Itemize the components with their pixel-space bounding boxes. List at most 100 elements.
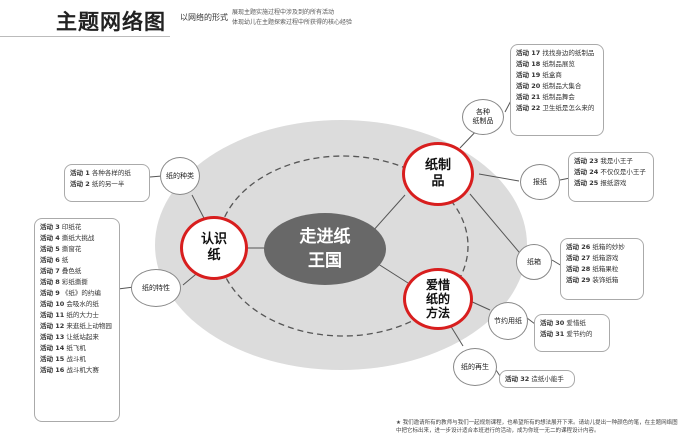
sub-node-jieyue: 节约用纸 bbox=[488, 302, 528, 340]
activity-title: 来逛纸上动物园 bbox=[66, 322, 112, 330]
activity-number: 活动 20 bbox=[516, 82, 541, 90]
activity-number: 活动 15 bbox=[40, 355, 65, 363]
sub-node-zhiyang-label: 纸的种类 bbox=[166, 171, 194, 180]
line-center-aixi bbox=[374, 261, 409, 284]
activity-box-zaisheng: 活动 32 造纸小能手 bbox=[499, 370, 575, 388]
activity-title: 叠色纸 bbox=[61, 267, 82, 275]
activity-item: 活动 28 纸箱果粒 bbox=[566, 264, 638, 275]
description-line-1: 展现主题实施过程中涉及到的所有活动 bbox=[232, 9, 335, 16]
sub-node-gezhong: 各种 纸制品 bbox=[462, 99, 504, 135]
center-node-line-1: 走进纸 bbox=[299, 227, 351, 247]
sub-node-texing-label: 纸的特性 bbox=[142, 283, 170, 292]
center-node-line-2: 王国 bbox=[308, 251, 342, 271]
activity-item: 活动 4 撕纸大挑战 bbox=[40, 233, 114, 244]
title-rule bbox=[0, 36, 170, 37]
activity-item: 活动 15 战斗机 bbox=[40, 354, 114, 365]
activity-title: 找找身边的纸制品 bbox=[542, 49, 595, 57]
activity-item: 活动 20 纸制品大集合 bbox=[516, 81, 598, 92]
activity-box-texing: 活动 3 印纸花活动 4 撕纸大挑战活动 5 撕窗花活动 6 纸活动 7 叠色纸… bbox=[34, 218, 120, 422]
activity-number: 活动 28 bbox=[566, 265, 591, 273]
activity-item: 活动 1 各种各样的纸 bbox=[70, 168, 144, 179]
activity-box-zhixiang: 活动 26 纸箱的妙妙活动 27 纸箱游戏活动 28 纸箱果粒活动 29 装饰纸… bbox=[560, 238, 644, 300]
activity-title: 纸箱游戏 bbox=[592, 254, 619, 262]
sub-node-zhixiang-label: 纸箱 bbox=[527, 257, 541, 266]
activity-number: 活动 13 bbox=[40, 333, 65, 341]
activity-number: 活动 23 bbox=[574, 157, 599, 165]
main-node-aixi-line-2: 纸的 bbox=[425, 292, 450, 306]
activity-item: 活动 19 纸盒商 bbox=[516, 70, 598, 81]
activity-item: 活动 11 纸的大力士 bbox=[40, 310, 114, 321]
activity-number: 活动 5 bbox=[40, 245, 60, 253]
activity-item: 活动 31 爱节约的 bbox=[540, 329, 604, 340]
activity-number: 活动 25 bbox=[574, 179, 599, 187]
activity-item: 活动 12 来逛纸上动物园 bbox=[40, 321, 114, 332]
activity-box-zhiyang: 活动 1 各种各样的纸活动 2 纸的另一半 bbox=[64, 164, 150, 202]
activity-title: 让纸站起来 bbox=[66, 333, 99, 341]
activity-title: 各种各样的纸 bbox=[91, 169, 131, 177]
activity-title: 爱节约的 bbox=[566, 330, 593, 338]
activity-title: 不仅仅是小王子 bbox=[600, 168, 646, 176]
activity-item: 活动 17 找找身边的纸制品 bbox=[516, 48, 598, 59]
activity-box-gezhong: 活动 17 找找身边的纸制品活动 18 纸制品展览活动 19 纸盒商活动 20 … bbox=[510, 44, 604, 136]
activity-item: 活动 29 装饰纸箱 bbox=[566, 275, 638, 286]
sub-node-baozhi-label: 报纸 bbox=[533, 177, 547, 186]
activity-number: 活动 31 bbox=[540, 330, 565, 338]
sub-node-zaisheng-label: 纸的再生 bbox=[461, 362, 489, 371]
activity-item: 活动 30 爱惜纸 bbox=[540, 318, 604, 329]
activity-item: 活动 23 我是小王子 bbox=[574, 156, 648, 167]
main-node-renshi-line-2: 纸 bbox=[207, 248, 221, 263]
activity-title: 纸的大力士 bbox=[66, 311, 99, 319]
activity-item: 活动 26 纸箱的妙妙 bbox=[566, 242, 638, 253]
activity-item: 活动 8 彩纸撕撕 bbox=[40, 277, 114, 288]
activity-item: 活动 22 卫生纸是怎么来的 bbox=[516, 103, 598, 114]
activity-title: 会吸水的纸 bbox=[66, 300, 99, 308]
activity-title: 印纸花 bbox=[61, 223, 82, 231]
activity-item: 活动 2 纸的另一半 bbox=[70, 179, 144, 190]
activity-number: 活动 14 bbox=[40, 344, 65, 352]
activity-title: 纸制品大集合 bbox=[542, 82, 582, 90]
page-subtitle: 以网络的形式 bbox=[180, 13, 228, 22]
main-node-renshi-line-1: 认识 bbox=[200, 232, 227, 247]
activity-title: 纸飞机 bbox=[66, 344, 86, 352]
main-node-zhizhi-line-2: 品 bbox=[431, 174, 445, 189]
activity-number: 活动 29 bbox=[566, 276, 591, 284]
activity-number: 活动 11 bbox=[40, 311, 65, 319]
main-node-zhizhi: 纸制 品 bbox=[402, 142, 474, 206]
activity-title: 纸 bbox=[61, 256, 69, 264]
activity-item: 活动 5 撕窗花 bbox=[40, 244, 114, 255]
activity-item: 活动 10 会吸水的纸 bbox=[40, 299, 114, 310]
sub-node-jieyue-label: 节约用纸 bbox=[494, 316, 522, 325]
main-node-renshi: 认识 纸 bbox=[180, 216, 248, 280]
activity-title: 装饰纸箱 bbox=[592, 276, 619, 284]
activity-box-baozhi: 活动 23 我是小王子活动 24 不仅仅是小王子活动 25 报纸游戏 bbox=[568, 152, 654, 202]
main-node-aixi-line-1: 爱惜 bbox=[425, 278, 450, 292]
activity-number: 活动 6 bbox=[40, 256, 60, 264]
activity-number: 活动 26 bbox=[566, 243, 591, 251]
activity-number: 活动 9 bbox=[40, 289, 60, 297]
activity-item: 活动 32 造纸小能手 bbox=[505, 374, 569, 385]
sub-node-baozhi: 报纸 bbox=[520, 164, 560, 200]
sub-node-gezhong-line-1: 各种 bbox=[476, 108, 490, 116]
line-center-zhizhi bbox=[371, 194, 406, 233]
activity-number: 活动 1 bbox=[70, 169, 90, 177]
activity-number: 活动 27 bbox=[566, 254, 591, 262]
activity-number: 活动 7 bbox=[40, 267, 60, 275]
dashed-orbit bbox=[217, 155, 469, 337]
activity-item: 活动 25 报纸游戏 bbox=[574, 178, 648, 189]
activity-title: 纸箱果粒 bbox=[592, 265, 619, 273]
activity-box-jieyue: 活动 30 爱惜纸活动 31 爱节约的 bbox=[534, 314, 610, 352]
line-jieyue-box bbox=[526, 317, 536, 325]
activity-title: 彩纸撕撕 bbox=[61, 278, 88, 286]
page-title: 主题网络图 bbox=[56, 10, 166, 34]
activity-item: 活动 14 纸飞机 bbox=[40, 343, 114, 354]
activity-title: 撕窗花 bbox=[61, 245, 82, 253]
activity-item: 活动 13 让纸站起来 bbox=[40, 332, 114, 343]
main-node-aixi-line-3: 方法 bbox=[425, 306, 450, 320]
line-zhizhi-baozhi bbox=[478, 173, 520, 182]
activity-number: 活动 24 bbox=[574, 168, 599, 176]
activity-title: 纸制品展览 bbox=[542, 60, 575, 68]
page-description: 展现主题实施过程中涉及到的所有活动 体现幼儿在主题探索过程中所获得的核心经验 bbox=[232, 8, 352, 28]
activity-title: 战斗机 bbox=[66, 355, 86, 363]
